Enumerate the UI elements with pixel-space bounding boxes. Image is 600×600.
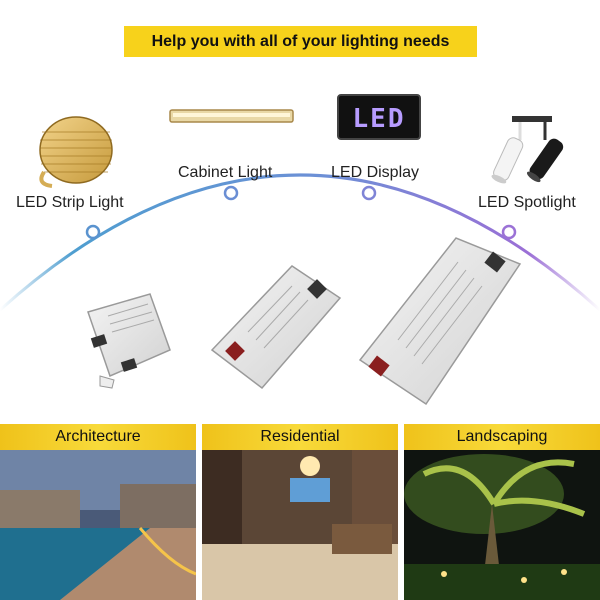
label-cabinet-light: Cabinet Light: [178, 164, 273, 181]
architecture-scene: [0, 424, 196, 600]
arc-dot-cabinet: [223, 185, 239, 201]
large-led-driver-icon: [358, 237, 522, 406]
led-display-sign-icon: LED: [337, 94, 421, 140]
residential-photo: Residential: [202, 424, 398, 600]
landscaping-photo: Landscaping: [404, 424, 600, 600]
architecture-title: Architecture: [0, 424, 196, 450]
label-led-display: LED Display: [331, 164, 420, 181]
arc-dot-display: [361, 185, 377, 201]
arc-dot-strip: [85, 224, 101, 240]
products-illustration: LED: [0, 94, 600, 406]
led-strip-reel-icon: [39, 116, 113, 188]
residential-title: Residential: [202, 424, 398, 450]
display-sign-text: LED: [353, 104, 406, 134]
headline-banner: Help you with all of your lighting needs: [124, 26, 477, 57]
label-led-spotlight: LED Spotlight: [478, 194, 576, 211]
landscaping-scene: [404, 424, 600, 600]
medium-led-driver-icon: [210, 265, 342, 390]
arc-dot-spotlight: [501, 224, 517, 240]
product-arc: [0, 173, 600, 312]
residential-scene: [202, 424, 398, 600]
architecture-photo: Architecture: [0, 424, 196, 600]
small-led-driver-icon: [87, 293, 171, 389]
cabinet-light-bar-icon: [169, 109, 294, 123]
landscaping-title: Landscaping: [404, 424, 600, 450]
headline-text: Help you with all of your lighting needs: [151, 32, 450, 50]
track-spotlight-icon: [491, 116, 564, 184]
label-led-strip-light: LED Strip Light: [16, 194, 124, 211]
